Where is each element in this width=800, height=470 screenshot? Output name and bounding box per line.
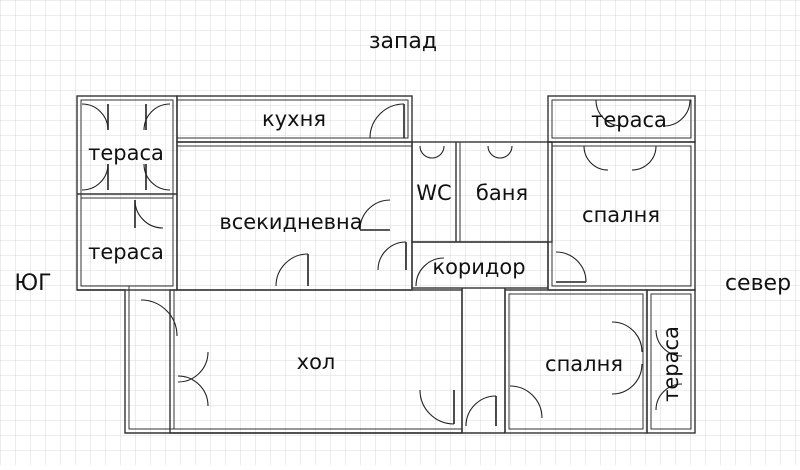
door-swings	[81, 99, 691, 427]
room-label-terrace-left: тераса	[88, 240, 164, 264]
room-label-terrace-right: тераса	[659, 326, 683, 402]
room-label-bedroom-bottom: спалня	[545, 352, 623, 376]
compass-south-label: ЮГ	[14, 271, 51, 296]
room-label-corridor: коридор	[432, 255, 525, 279]
room-label-bathroom: баня	[476, 181, 528, 205]
outer-walls	[76, 95, 696, 434]
room-label-hall: хол	[297, 350, 336, 374]
room-label-living-room: всекидневна	[219, 210, 362, 234]
room-label-terrace-top-right: тераса	[591, 108, 667, 132]
compass-north-label: север	[725, 271, 791, 296]
compass-west-label: запад	[369, 29, 437, 54]
room-label-terrace-top-left: тераса	[88, 141, 164, 165]
room-label-bedroom-top: спалня	[582, 203, 660, 227]
room-label-kitchen: кухня	[262, 107, 326, 131]
room-label-wc: WC	[416, 181, 451, 205]
